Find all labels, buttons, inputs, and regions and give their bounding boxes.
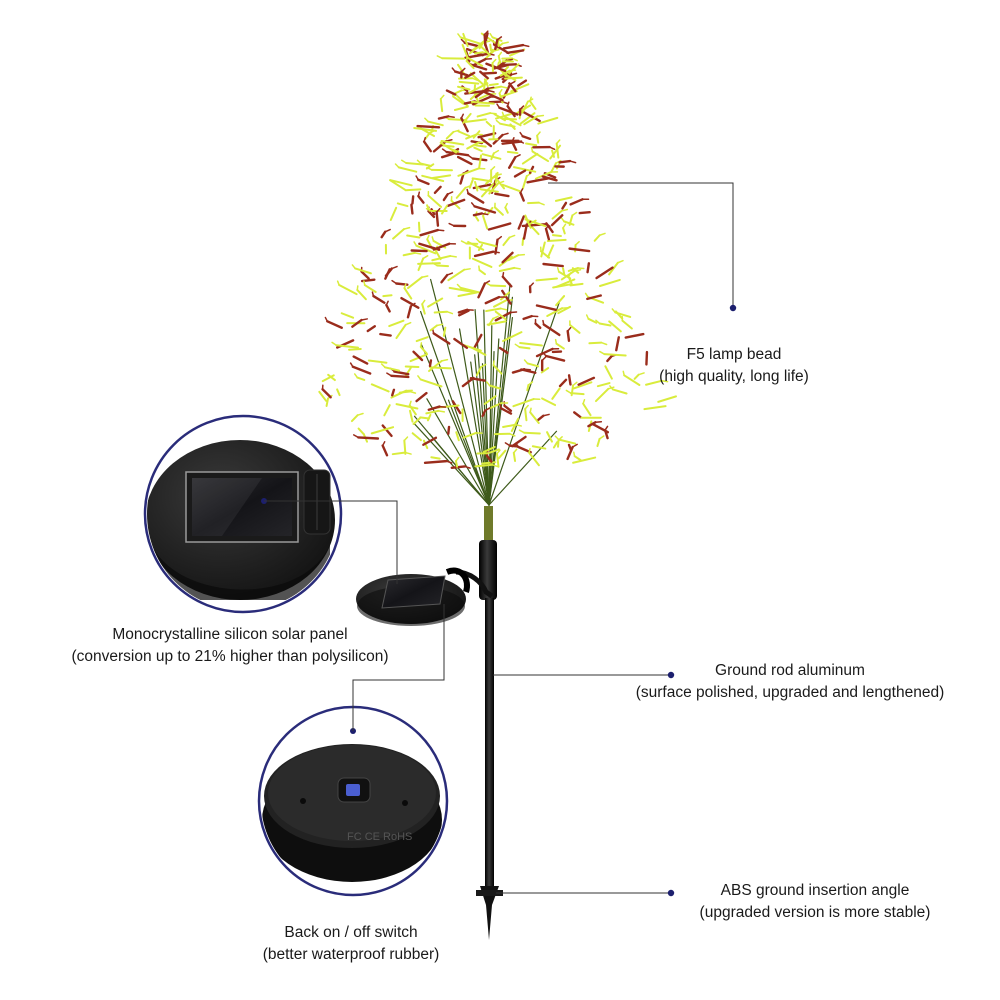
lamp-bead-label: F5 lamp bead (high quality, long life)	[659, 346, 809, 385]
solar-panel-closeup	[143, 414, 343, 614]
switch-closeup: FC CE RoHS	[257, 705, 449, 897]
ground-rod-label: Ground rod aluminum (surface polished, u…	[635, 662, 945, 701]
tree-foliage	[318, 30, 677, 506]
solar-panel-label: Monocrystalline silicon solar panel (con…	[71, 626, 389, 665]
leader-dots	[667, 304, 737, 897]
leader-lines	[264, 182, 734, 894]
ground-rod	[476, 506, 503, 940]
switch-label: Back on / off switch (better waterproof …	[262, 924, 440, 963]
certification-marks: FC CE RoHS	[347, 831, 412, 843]
solar-panel-mounted	[356, 567, 494, 626]
insertion-label: ABS ground insertion angle (upgraded ver…	[699, 882, 931, 921]
